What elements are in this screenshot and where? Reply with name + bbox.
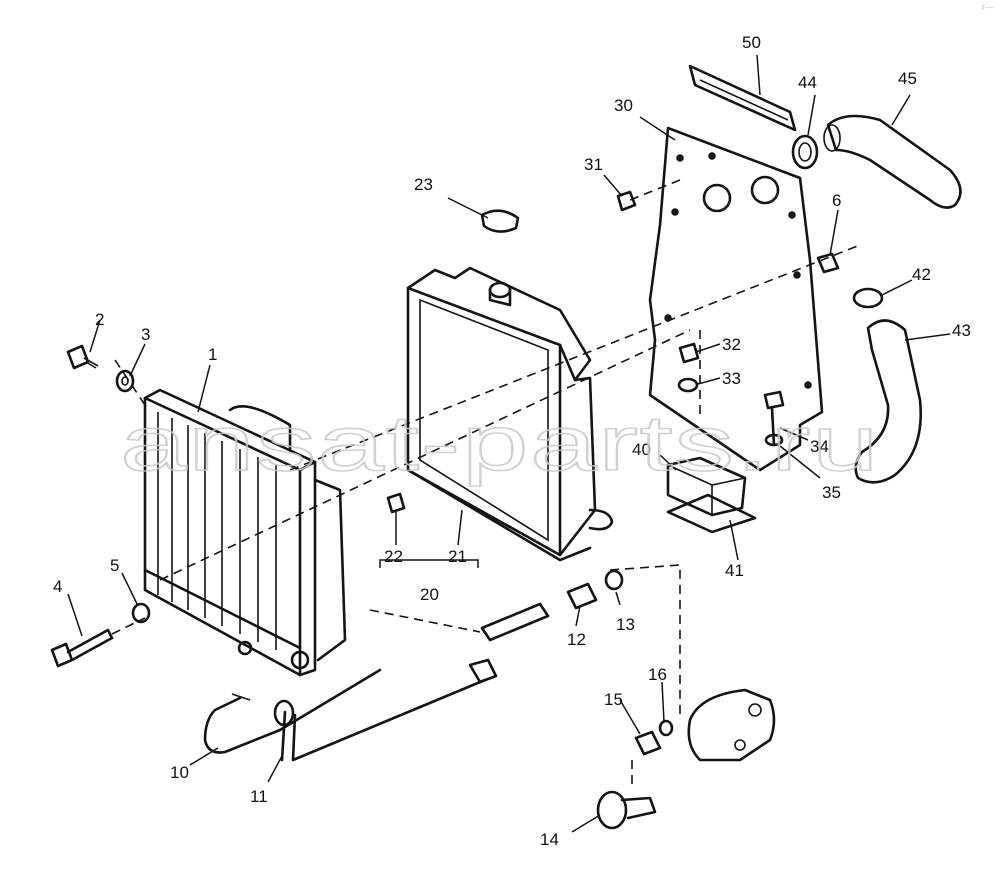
callout-16: 16 — [648, 665, 667, 684]
fitting-12 — [566, 582, 598, 610]
washer-5 — [131, 602, 151, 624]
thermostat-housing — [687, 688, 776, 762]
callout-34: 34 — [810, 437, 829, 456]
oil-cooler — [143, 388, 347, 677]
bolt-2 — [66, 344, 99, 370]
callout-11: 11 — [250, 787, 268, 806]
callout-44: 44 — [798, 73, 817, 92]
callout-32: 32 — [722, 335, 741, 354]
callout-30: 30 — [614, 96, 633, 115]
washer-33 — [677, 377, 699, 393]
callout-4: 4 — [53, 577, 62, 596]
lower-hose-43 — [854, 319, 922, 484]
callout-41: 41 — [725, 561, 744, 580]
clamp-42 — [852, 287, 884, 309]
radiator-cap-23 — [480, 209, 520, 233]
washer-16 — [658, 719, 674, 737]
callout-6-shroud: 6 — [832, 191, 841, 210]
bolt-4 — [50, 617, 146, 668]
callout-5: 5 — [110, 556, 119, 575]
radiator — [406, 266, 614, 562]
callout-43: 43 — [952, 321, 971, 340]
bolt-34 — [763, 390, 785, 447]
callout-45: 45 — [898, 69, 917, 88]
callout-1: 1 — [208, 345, 217, 364]
upper-hose-45 — [823, 114, 962, 209]
washer-35 — [764, 433, 784, 447]
leader-lines — [67, 54, 951, 833]
callout-labels: 1 2 3 4 5 6 10 11 12 13 14 15 16 20 21 2… — [53, 33, 971, 849]
callout-23: 23 — [414, 175, 433, 194]
callout-2: 2 — [95, 310, 104, 329]
callout-40: 40 — [632, 440, 651, 459]
banjo-14 — [596, 790, 657, 830]
callout-50: 50 — [742, 33, 761, 52]
sensor-15 — [634, 730, 662, 756]
callout-31: 31 — [584, 155, 603, 174]
callout-42: 42 — [912, 265, 931, 284]
corner-mark: r— — [982, 2, 994, 12]
callout-35: 35 — [822, 483, 841, 502]
oil-pipe-11 — [273, 658, 498, 762]
fitting-rod — [369, 602, 550, 642]
callout-21: 21 — [448, 547, 467, 566]
pad-41 — [666, 493, 757, 534]
nut-22 — [386, 492, 406, 514]
callout-12: 12 — [567, 630, 586, 649]
nut-31 — [616, 190, 637, 212]
washer-13 — [604, 569, 624, 591]
expansion-tank-40 — [666, 456, 747, 517]
callout-10: 10 — [170, 763, 189, 782]
fan-shroud — [648, 126, 824, 472]
clamp-44 — [791, 134, 819, 170]
nut-32 — [678, 342, 700, 364]
callout-13: 13 — [616, 615, 635, 634]
seal-strip-50 — [688, 64, 797, 132]
callout-15: 15 — [604, 690, 623, 709]
watermark-text: ansat-parts.ru — [120, 399, 880, 487]
callout-14: 14 — [540, 830, 559, 849]
callout-22: 22 — [384, 547, 403, 566]
washer-3 — [115, 369, 135, 393]
callout-3: 3 — [141, 325, 150, 344]
assembly-lines — [114, 179, 861, 790]
nut-6 — [816, 252, 840, 274]
callout-20: 20 — [420, 585, 439, 604]
oil-pipe-10 — [203, 668, 382, 754]
callout-33: 33 — [722, 369, 741, 388]
